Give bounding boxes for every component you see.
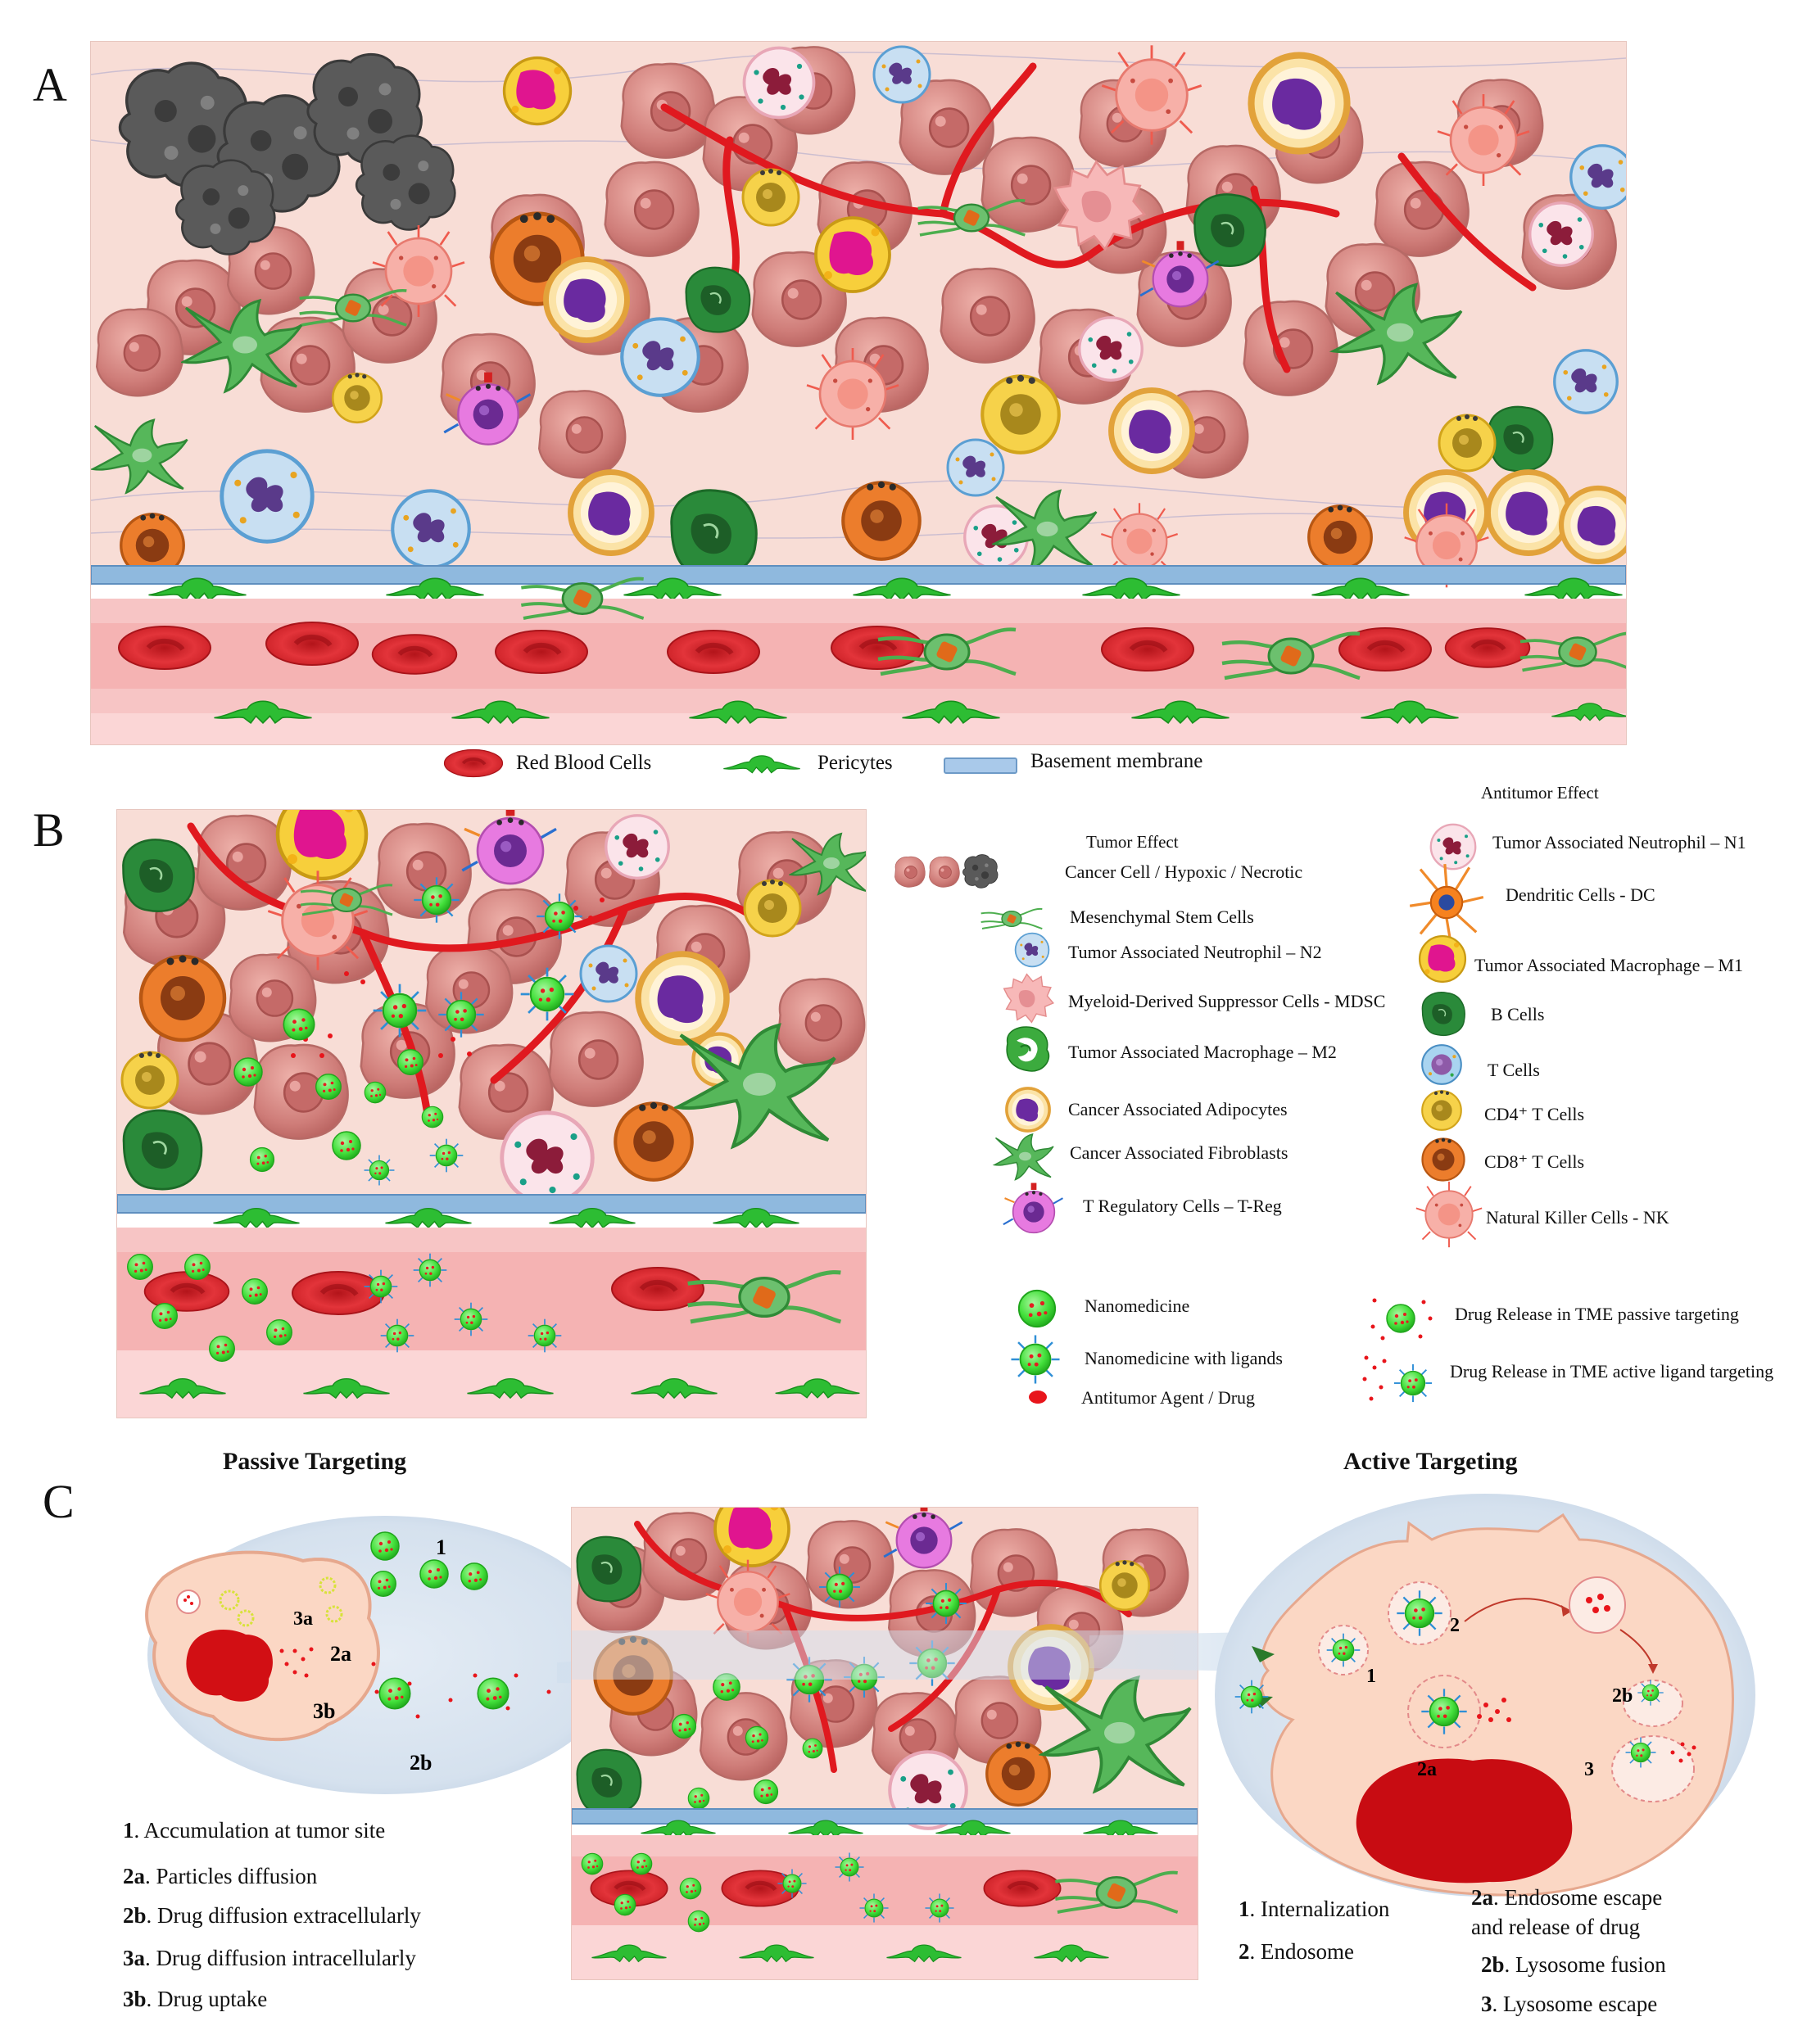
legend-drug: Antitumor Agent / Drug	[1081, 1387, 1256, 1408]
legend-t-cells: T Cells	[1488, 1060, 1540, 1080]
active-marker-2b: 2b	[1612, 1685, 1633, 1707]
panel-c-central-scene	[571, 1507, 1198, 1980]
panel-a-tumor-microenvironment	[90, 41, 1627, 745]
nanomedicine-icon	[1016, 1287, 1058, 1334]
panel-c-label: C	[43, 1475, 75, 1528]
t-cell-icon	[1419, 1042, 1465, 1092]
cancer-cell-icon	[893, 852, 999, 897]
legend-cd8-t-cells: CD8⁺ T Cells	[1484, 1151, 1585, 1172]
legend-dendritic-cells: Dendritic Cells - DC	[1506, 884, 1655, 905]
active-marker-1: 1	[1366, 1666, 1376, 1687]
legend-red-blood-cells: Red Blood Cells	[516, 752, 652, 774]
active-step-2b: 2b. Lysosome fusion	[1481, 1952, 1666, 1977]
passive-targeting-title: Passive Targeting	[223, 1448, 407, 1475]
drug-release-passive-icon	[1366, 1294, 1440, 1347]
panel-b-nanomedicine-delivery	[116, 809, 867, 1418]
passive-targeting-bubble: 1 2a 2b 3a 3b	[131, 1512, 623, 1805]
passive-marker-3a: 3a	[293, 1608, 313, 1630]
active-marker-2: 2	[1450, 1615, 1460, 1636]
antitumor-effect-heading: Antitumor Effect	[1481, 783, 1599, 803]
macrophage-m1-icon	[1417, 934, 1468, 988]
passive-step-3b: 3b. Drug uptake	[123, 1987, 268, 2011]
legend-cancer-cell: Cancer Cell / Hypoxic / Necrotic	[1065, 861, 1303, 882]
drug-release-active-icon	[1360, 1351, 1442, 1413]
fibroblast-icon	[975, 1132, 1073, 1185]
active-marker-2a: 2a	[1417, 1759, 1437, 1780]
passive-marker-2a: 2a	[330, 1642, 351, 1666]
cd4-t-cell-icon	[1419, 1088, 1465, 1137]
drug-icon	[1029, 1391, 1047, 1404]
legend-b-cells: B Cells	[1491, 1004, 1545, 1024]
active-step-1: 1. Internalization	[1239, 1897, 1390, 1921]
legend-release-active: Drug Release in TME active ligand target…	[1450, 1361, 1774, 1382]
legend-macrophage-m1: Tumor Associated Macrophage – M1	[1474, 955, 1743, 975]
legend-macrophage-m2: Tumor Associated Macrophage – M2	[1068, 1042, 1337, 1062]
treg-icon	[1001, 1181, 1067, 1247]
neutrophil-n2-icon	[1012, 930, 1052, 974]
basement-membrane-icon	[944, 757, 1017, 774]
legend-mdsc: Myeloid-Derived Suppressor Cells - MDSC	[1068, 991, 1386, 1011]
legend-neutrophil-n2: Tumor Associated Neutrophil – N2	[1068, 942, 1322, 962]
legend-neutrophil-n1: Tumor Associated Neutrophil – N1	[1492, 832, 1746, 852]
legend-nanomedicine: Nanomedicine	[1085, 1296, 1190, 1316]
panel-b-illustration	[117, 810, 866, 1418]
active-step-2a: 2a. Endosome escape	[1471, 1885, 1663, 1910]
passive-step-3a: 3a. Drug diffusion intracellularly	[123, 1946, 416, 1970]
active-targeting-bubble: 1 2 2a 2b 3	[1194, 1490, 1759, 1900]
panel-a-illustration	[91, 42, 1626, 744]
legend-cd4-t-cells: CD4⁺ T Cells	[1484, 1104, 1585, 1124]
b-cell-icon	[1412, 989, 1474, 1042]
legend-nanomedicine-ligands: Nanomedicine with ligands	[1085, 1348, 1283, 1368]
tumor-effect-heading: Tumor Effect	[1086, 832, 1179, 852]
macrophage-m2-icon	[1001, 1024, 1053, 1080]
panel-c-illustration	[572, 1508, 1198, 1979]
passive-marker-3b: 3b	[313, 1699, 335, 1723]
panel-a-label: A	[33, 58, 67, 111]
red-blood-cell-icon	[442, 748, 505, 783]
legend-treg: T Regulatory Cells – T-Reg	[1083, 1196, 1282, 1216]
legend-mesenchymal-stem-cells: Mesenchymal Stem Cells	[1070, 907, 1254, 927]
passive-marker-1: 1	[436, 1535, 446, 1559]
active-step-3: 3. Lysosome escape	[1481, 1992, 1658, 2016]
adipocyte-icon	[1004, 1086, 1052, 1137]
mdsc-icon	[999, 971, 1057, 1029]
legend-pericytes: Pericytes	[817, 752, 893, 774]
active-marker-3: 3	[1584, 1759, 1594, 1780]
basement-membrane	[91, 565, 1626, 585]
active-step-2a-cont: and release of drug	[1471, 1915, 1641, 1939]
legend-basement-membrane: Basement membrane	[1030, 750, 1203, 772]
passive-step-2a: 2a. Particles diffusion	[123, 1864, 318, 1888]
legend-adipocytes: Cancer Associated Adipocytes	[1068, 1099, 1288, 1119]
pericyte-icon	[721, 750, 803, 780]
active-targeting-title: Active Targeting	[1343, 1448, 1518, 1475]
passive-step-1: 1. Accumulation at tumor site	[123, 1818, 386, 1843]
nk-cell-icon	[1414, 1179, 1484, 1254]
panel-b-label: B	[33, 803, 65, 857]
passive-step-2b: 2b. Drug diffusion extracellularly	[123, 1903, 421, 1928]
legend-fibroblasts: Cancer Associated Fibroblasts	[1070, 1142, 1288, 1163]
nanomedicine-ligands-icon	[1009, 1333, 1062, 1390]
legend-release-passive: Drug Release in TME passive targeting	[1455, 1304, 1739, 1324]
passive-marker-2b: 2b	[410, 1751, 432, 1775]
active-step-2: 2. Endosome	[1239, 1939, 1354, 1964]
legend-nk-cells: Natural Killer Cells - NK	[1486, 1207, 1669, 1228]
